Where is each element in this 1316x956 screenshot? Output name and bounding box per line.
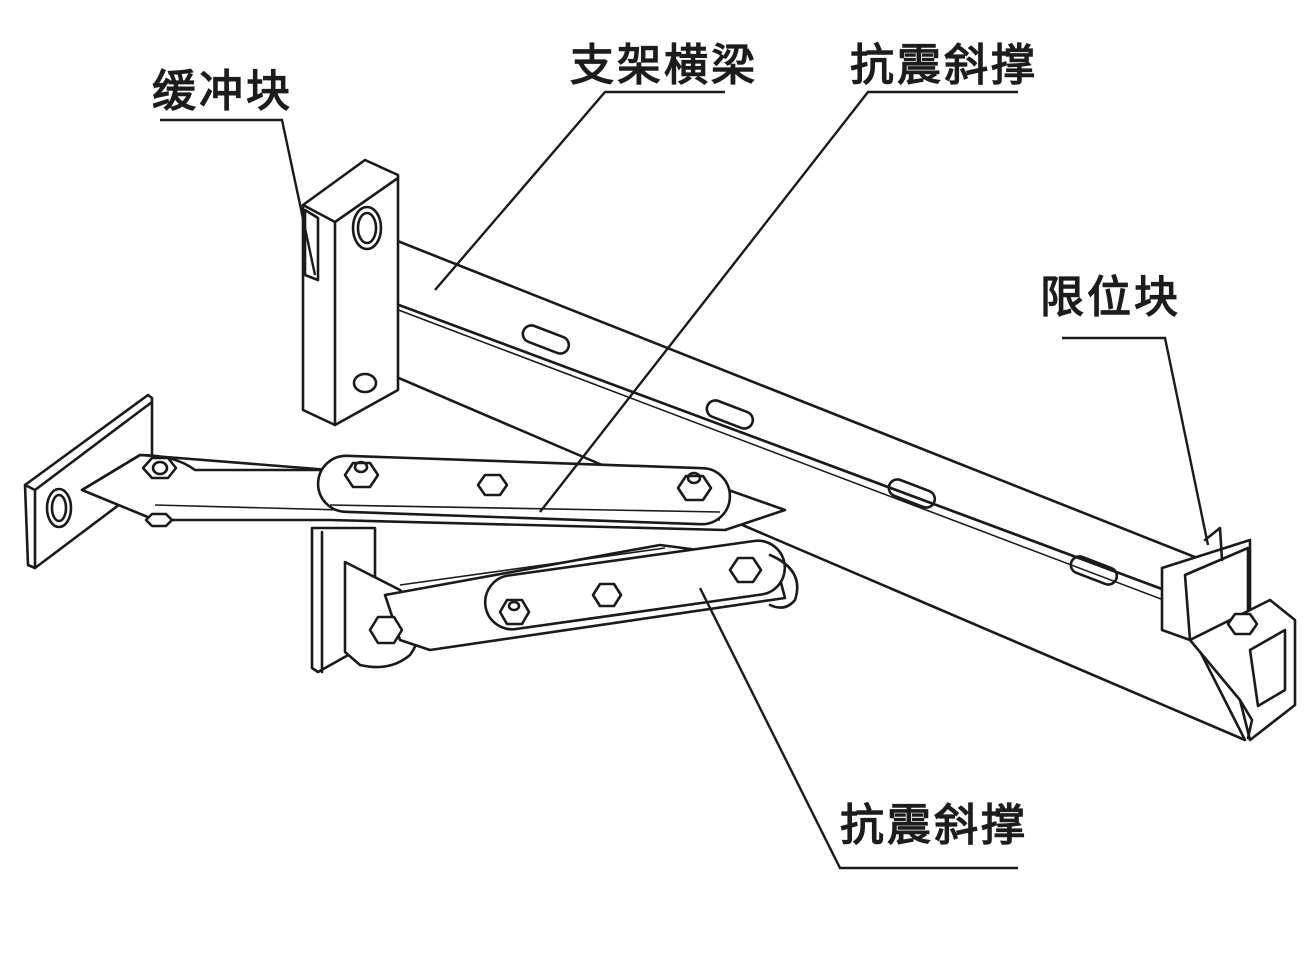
leader-beam <box>434 90 725 291</box>
leader-lines <box>160 90 1210 870</box>
bolt-lower-left <box>498 598 531 626</box>
leader-limit-block <box>1062 336 1210 546</box>
label-limit-block: 限位块 <box>1040 272 1181 323</box>
bolt-channel <box>1226 612 1259 636</box>
bolt-lower-hinge <box>368 615 404 645</box>
beam-slot-holes <box>521 324 1119 586</box>
wall-plate-buffer-block <box>301 158 400 427</box>
bolts <box>141 456 1259 645</box>
label-brace-top: 抗震斜撑 <box>850 40 1038 91</box>
leader-brace-bottom <box>698 587 1018 870</box>
label-brace-bottom: 抗震斜撑 <box>840 800 1028 851</box>
bolt-lower-right <box>728 556 763 584</box>
leader-buffer-block <box>160 118 317 276</box>
label-beam: 支架横梁 <box>570 40 758 91</box>
leader-brace-top <box>539 90 1018 513</box>
bolt-brace-right <box>676 471 713 502</box>
bolt-left-plate <box>141 456 178 528</box>
lower-seismic-brace <box>310 526 799 674</box>
bolt-brace-middle <box>476 473 509 497</box>
upper-seismic-brace <box>80 453 787 532</box>
label-buffer-block: 缓冲块 <box>152 66 293 117</box>
bolt-lower-middle <box>591 582 623 608</box>
support-beam <box>343 238 1247 742</box>
bolt-brace-left <box>343 460 380 489</box>
